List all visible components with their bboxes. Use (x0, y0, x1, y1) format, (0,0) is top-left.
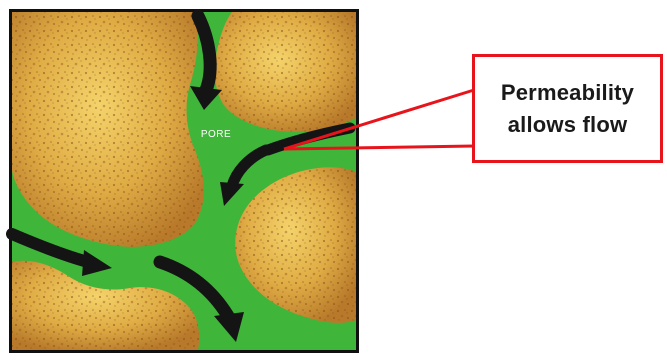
callout-line-1: Permeability (501, 77, 634, 109)
sand-grain (215, 12, 356, 132)
sand-grain (12, 12, 204, 247)
callout-text: Permeability allows flow (501, 77, 634, 141)
callout-line-2: allows flow (501, 109, 634, 141)
pore-label: PORE (201, 129, 231, 140)
callout-box: Permeability allows flow (472, 54, 663, 163)
